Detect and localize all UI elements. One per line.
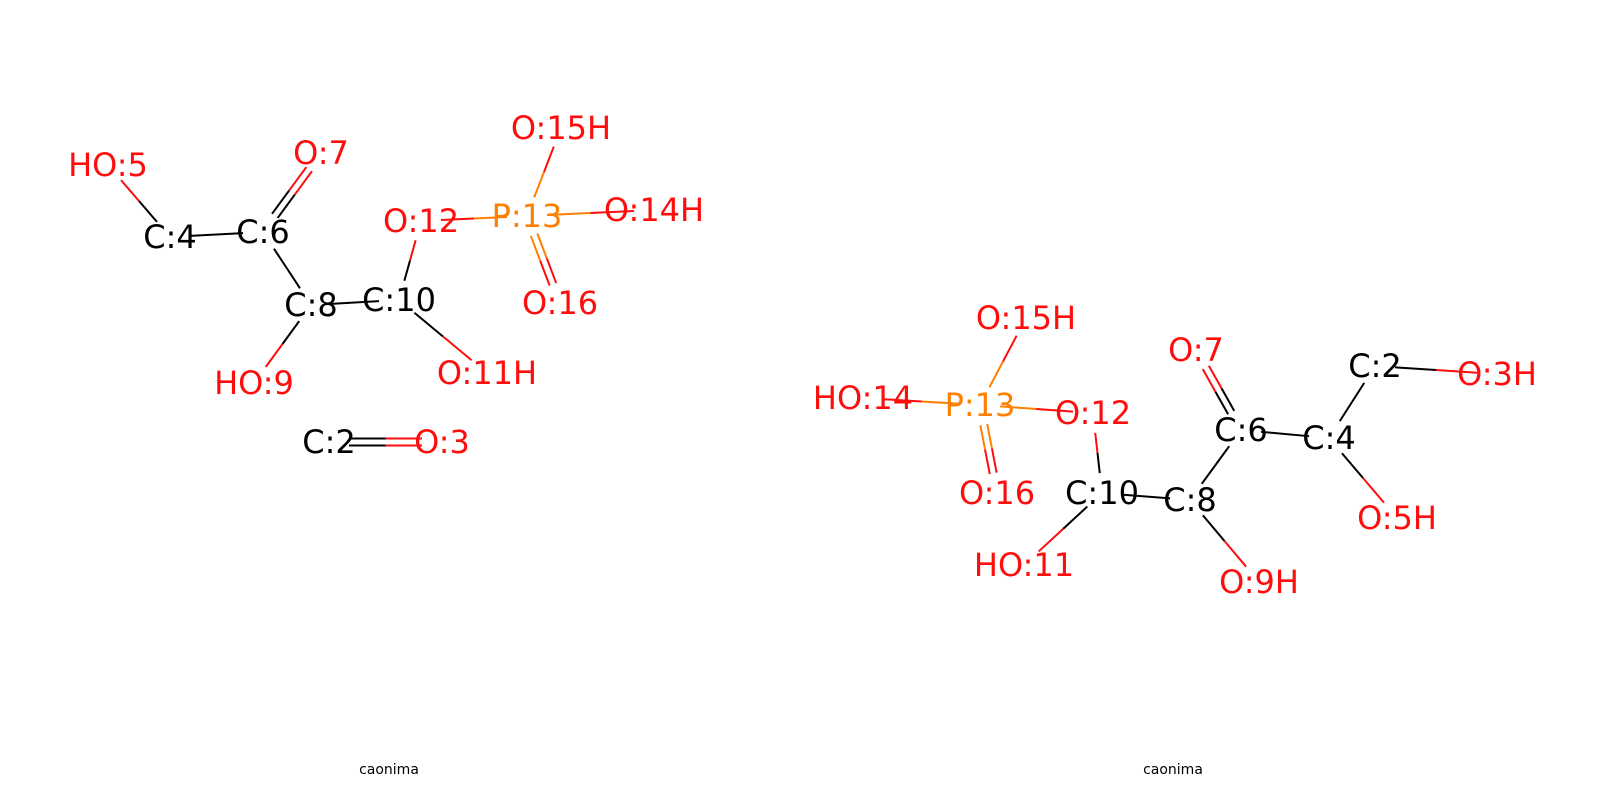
atom-label-c4: C:4 (143, 218, 196, 256)
bond-c8-c6 (1200, 464, 1217, 485)
atom-label-o9: O:9H (1219, 563, 1299, 601)
bond-p13-o15 (988, 361, 1004, 388)
bond-p13-o16 (539, 260, 551, 286)
bond-c4-c2 (1351, 382, 1366, 403)
atom-label-c6: C:6 (236, 213, 289, 251)
bond-p13-o16 (529, 235, 542, 262)
bond-c10-c8 (1121, 493, 1147, 498)
bond-c6-o7 (1220, 387, 1236, 412)
bond-c10-o12 (403, 260, 411, 282)
bond-c4-c2 (1338, 401, 1353, 422)
bond-p13-o16 (990, 448, 998, 473)
atom-label-c8: C:8 (284, 286, 337, 324)
atom-label-o15: O:15H (976, 299, 1076, 337)
bond-c6-o7 (276, 193, 296, 219)
bond-p13-o16 (986, 423, 993, 449)
bond-o12-p13 (440, 217, 475, 222)
bond-c4-o5 (1362, 477, 1385, 504)
bond-p13-o14 (921, 400, 961, 405)
bond-c8-c10 (330, 301, 356, 305)
product-caption: caonima (1143, 762, 1203, 778)
bond-c6-o7 (1201, 368, 1217, 393)
bond-c4-o5 (120, 179, 140, 202)
atom-label-c10: C:10 (362, 281, 436, 319)
bond-c4-c6 (189, 233, 217, 237)
bond-c4-c6 (216, 232, 244, 236)
atom-label-c10: C:10 (1065, 474, 1139, 512)
atom-label-o11: O:11H (437, 354, 537, 392)
bond-c10-o11 (442, 335, 473, 362)
atom-label-c2: C:2 (302, 423, 355, 461)
bond-c8-c6 (1214, 445, 1231, 466)
atom-label-p13: P:13 (492, 197, 563, 235)
bond-c6-c4 (1284, 433, 1310, 438)
reactant-caption: caonima (359, 762, 419, 778)
bond-c6-o7 (288, 166, 308, 192)
atom-label-o7: O:7 (293, 134, 349, 172)
bond-p13-o14 (882, 398, 922, 403)
bond-c10-o11 (413, 311, 444, 338)
atom-label-o16: O:16 (959, 474, 1035, 512)
bond-p13-o16 (979, 425, 987, 450)
bond-c10-c8 (1145, 495, 1171, 500)
bond-c6-c8 (286, 267, 301, 289)
bond-c8-c10 (354, 300, 380, 304)
atom-label-o15: O:15H (511, 109, 611, 147)
atom-label-o12: O:12 (383, 202, 459, 240)
bond-c8-o9 (1223, 540, 1247, 568)
atom-label-c6: C:6 (1214, 411, 1267, 449)
atom-label-c2: C:2 (1348, 347, 1401, 385)
atom-label-o16: O:16 (522, 284, 598, 322)
bond-p13-o16 (545, 257, 558, 284)
atom-label-o3: O:3 (414, 423, 470, 461)
bond-c4-o5 (1341, 452, 1364, 479)
atom-label-c8: C:8 (1163, 481, 1216, 519)
bond-c10-o11 (1062, 505, 1088, 530)
bond-c6-c4 (1260, 430, 1286, 435)
bond-c6-o7 (1207, 365, 1223, 389)
bond-o12-c10 (1094, 432, 1099, 454)
bond-p13-o12 (999, 405, 1037, 410)
bond-o12-p13 (473, 215, 508, 220)
atom-label-o3: O:3H (1457, 355, 1537, 393)
bond-p13-o16 (536, 233, 548, 259)
bond-c10-o12 (409, 239, 417, 261)
bond-p13-o12 (1036, 408, 1074, 413)
bond-c6-c8 (273, 248, 288, 270)
atom-label-o14: O:14H (604, 191, 704, 229)
atom-label-o9: HO:9 (214, 364, 294, 402)
atom-label-o7: O:7 (1168, 331, 1224, 369)
atom-label-o12: O:12 (1055, 394, 1131, 432)
bond-o12-c10 (1096, 452, 1101, 474)
atom-label-o14: HO:14 (813, 379, 913, 417)
bond-c8-o9 (281, 320, 301, 345)
bond-c10-o11 (1038, 528, 1064, 553)
atom-label-c4: C:4 (1302, 419, 1355, 457)
bond-p13-o15 (543, 146, 555, 173)
bond-c4-o5 (138, 200, 158, 223)
bond-p13-o14 (590, 209, 635, 214)
atom-label-o11: HO:11 (974, 546, 1074, 584)
bond-c8-o9 (1202, 514, 1226, 542)
bond-c6-o7 (271, 189, 290, 215)
bond-c6-o7 (1214, 391, 1230, 415)
bond-p13-o15 (1002, 335, 1018, 362)
bond-p13-o16 (984, 449, 991, 475)
bond-c2-o3 (1394, 366, 1437, 371)
bond-p13-o15 (533, 171, 545, 198)
atom-label-p13: P:13 (945, 386, 1016, 424)
atom-label-o5: O:5H (1357, 499, 1437, 537)
bond-c8-o9 (264, 343, 284, 368)
bond-c6-o7 (294, 170, 313, 196)
atom-label-o5: HO:5 (68, 146, 148, 184)
bond-c2-o3 (1435, 369, 1478, 374)
bond-p13-o14 (546, 212, 591, 217)
